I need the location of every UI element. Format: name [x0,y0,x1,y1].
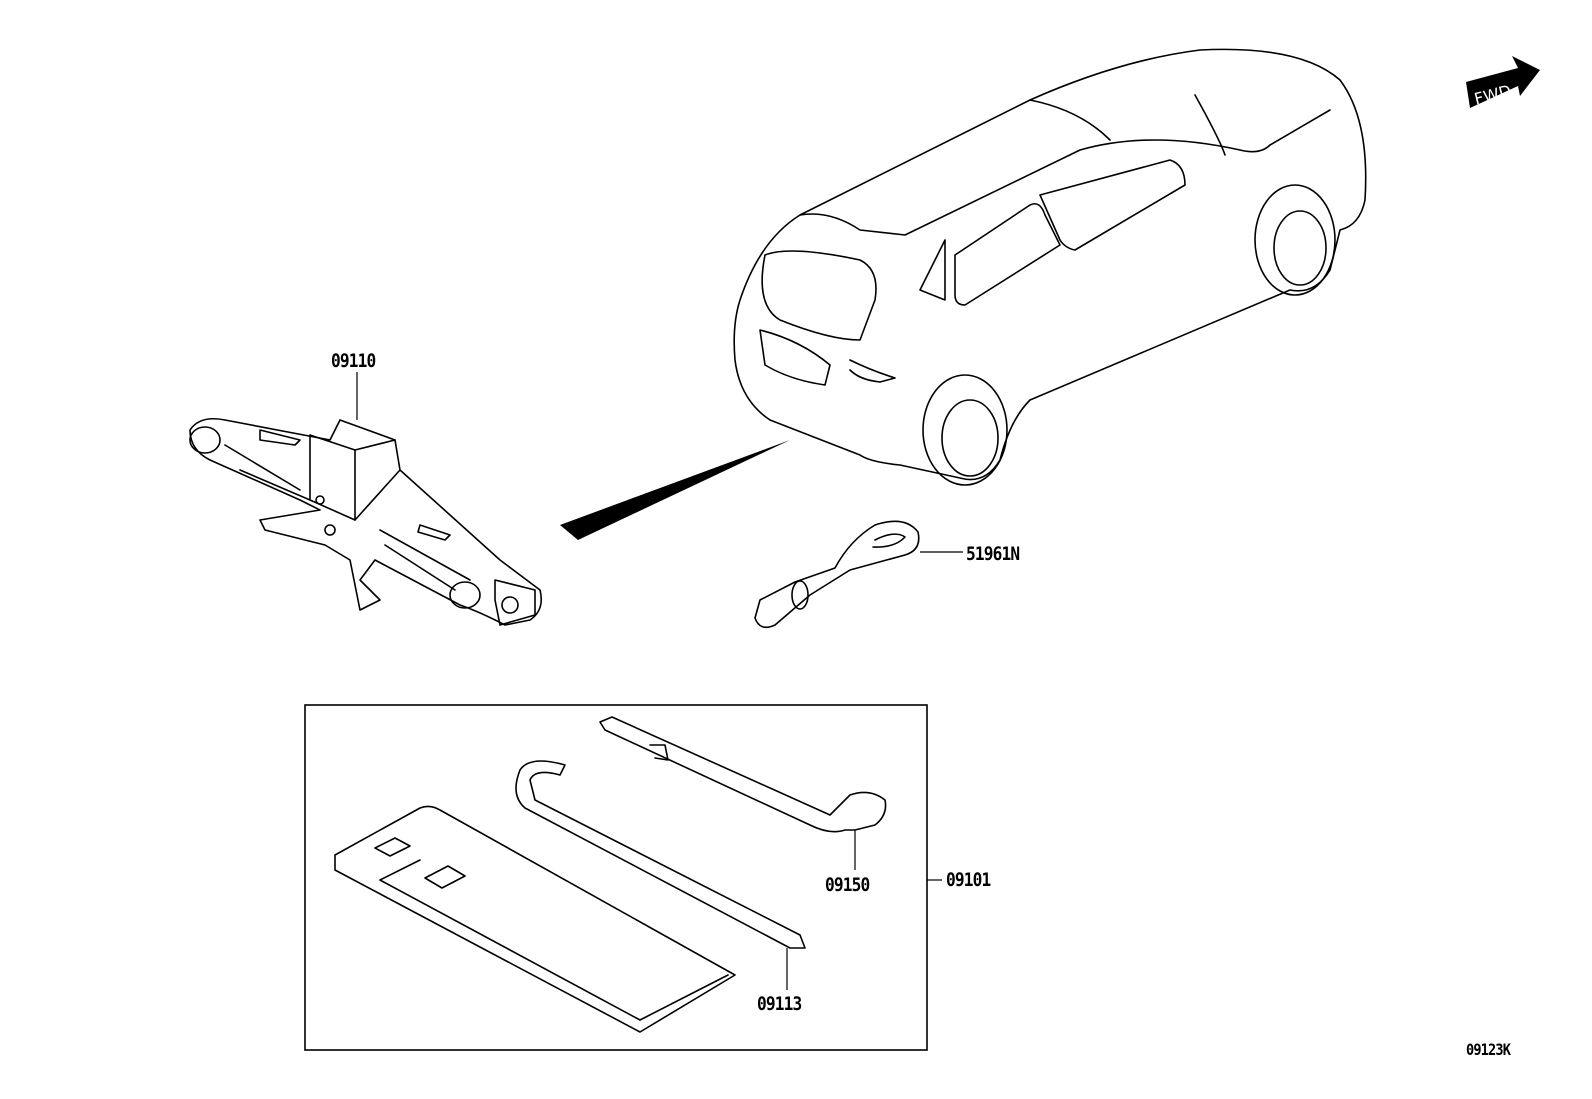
towing-eye-illustration [754,520,920,629]
part-number-jack-handle[interactable]: 09113 [757,993,802,1015]
part-number-wheel-nut-wrench[interactable]: 09150 [825,874,870,896]
part-number-jack[interactable]: 09110 [331,350,376,372]
part-number-towing-eye[interactable]: 51961N [966,543,1020,565]
fwd-arrow-icon: FWD [1466,56,1540,109]
figure-code: 09123K [1466,1040,1511,1059]
tool-kit-frame [304,704,928,1051]
location-pointer [560,440,790,540]
part-number-tool-kit[interactable]: 09101 [946,869,991,891]
jack-illustration [189,417,543,626]
vehicle-illustration [733,48,1367,486]
jack-handle-illustration [515,760,806,949]
wheel-nut-wrench-illustration [599,716,887,833]
tool-bag-illustration [334,805,736,1033]
